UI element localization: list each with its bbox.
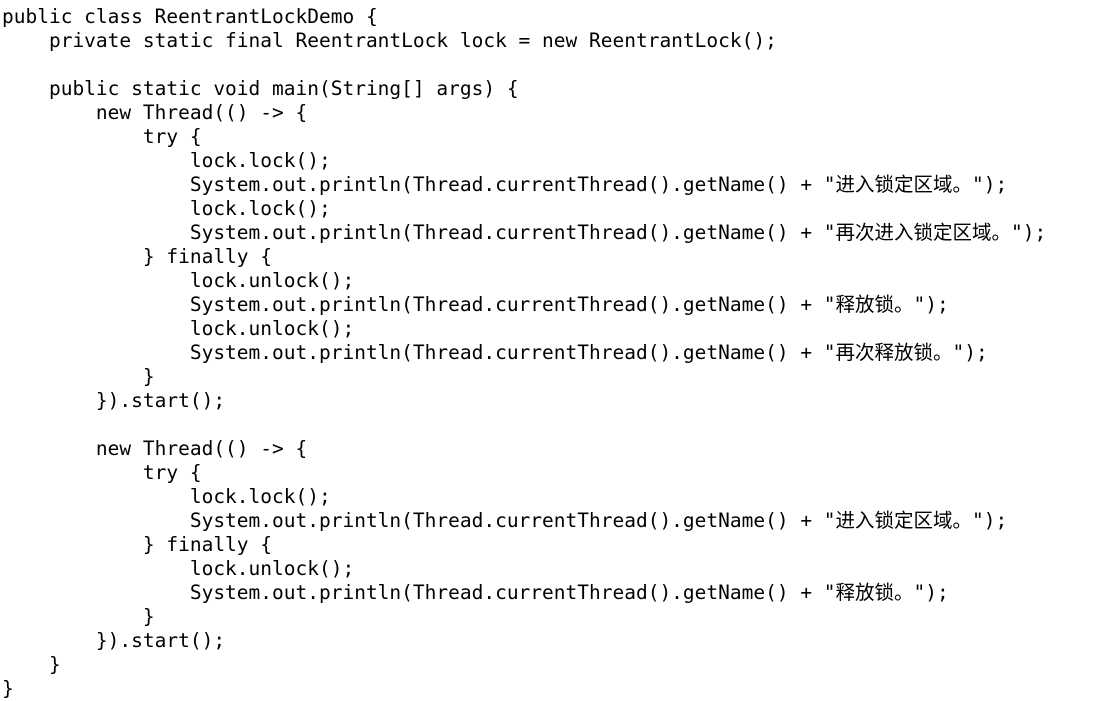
code-line: } — [2, 605, 155, 628]
code-line: } finally { — [2, 245, 273, 268]
code-line: } — [2, 677, 14, 700]
code-line: public class ReentrantLockDemo { — [2, 5, 378, 28]
code-line — [2, 53, 1113, 77]
code-line: lock.unlock(); — [2, 317, 355, 340]
code-line — [2, 413, 1113, 437]
code-line: System.out.println(Thread.currentThread(… — [2, 509, 1008, 532]
code-line: lock.lock(); — [2, 197, 331, 220]
code-line: System.out.println(Thread.currentThread(… — [2, 341, 988, 364]
code-line: lock.lock(); — [2, 485, 331, 508]
code-line: private static final ReentrantLock lock … — [2, 29, 777, 52]
code-line: }).start(); — [2, 389, 226, 412]
code-line: } finally { — [2, 533, 273, 556]
code-line: System.out.println(Thread.currentThread(… — [2, 221, 1047, 244]
code-editor[interactable]: public class ReentrantLockDemo { private… — [2, 5, 1113, 701]
code-line: new Thread(() -> { — [2, 101, 308, 124]
code-line: }).start(); — [2, 629, 226, 652]
code-line: lock.lock(); — [2, 149, 331, 172]
code-line: System.out.println(Thread.currentThread(… — [2, 581, 949, 604]
code-line: System.out.println(Thread.currentThread(… — [2, 293, 949, 316]
code-line: lock.unlock(); — [2, 269, 355, 292]
code-line: public static void main(String[] args) { — [2, 77, 519, 100]
code-line: new Thread(() -> { — [2, 437, 308, 460]
code-line: } — [2, 653, 61, 676]
code-line: try { — [2, 125, 202, 148]
code-line: lock.unlock(); — [2, 557, 355, 580]
code-line: } — [2, 365, 155, 388]
code-line: try { — [2, 461, 202, 484]
code-line: System.out.println(Thread.currentThread(… — [2, 173, 1008, 196]
